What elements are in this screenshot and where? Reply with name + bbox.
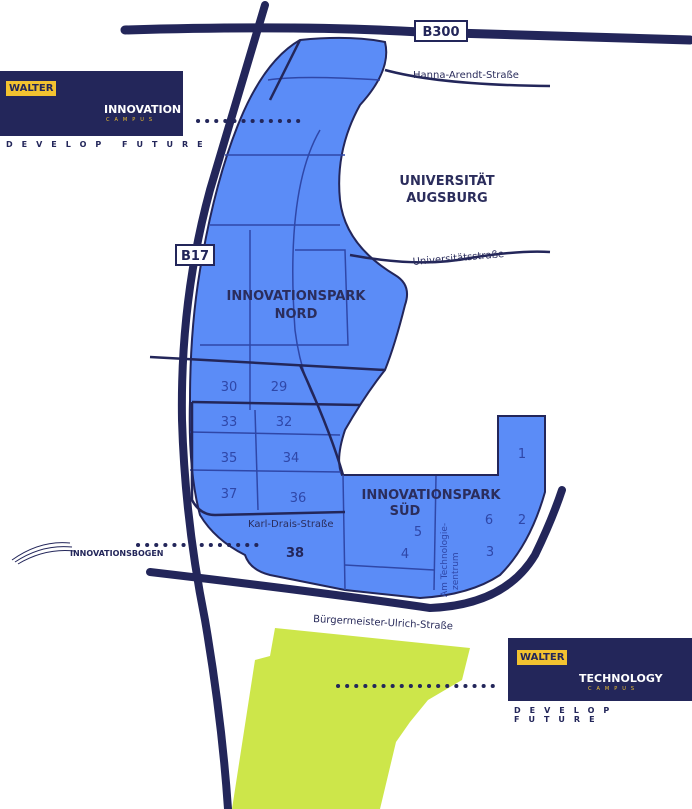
road-buerger-ulrich[interactable] (146, 486, 566, 613)
plot-29[interactable]: 29 (271, 380, 288, 395)
street-technologiezentrum: Am Technologie- (440, 523, 450, 597)
plot-3[interactable]: 3 (486, 545, 494, 560)
street-technologiezentrum-2: zentrum (451, 552, 461, 590)
street-universitaet: Universitätsstraße (412, 249, 504, 268)
innovationspark-area[interactable] (188, 36, 546, 600)
innovationsbogen-label: INNOVATIONSBOGEN (70, 549, 164, 558)
innovation-campus-logo[interactable]: WALTER INNOVATION CAMPUS (0, 71, 183, 136)
label-augsburg: AUGSBURG (406, 191, 487, 206)
b17-badge: B17 (175, 244, 215, 266)
plot-lines (189, 76, 437, 591)
b17-label: B17 (181, 249, 209, 264)
label-nord: INNOVATIONSPARK (226, 289, 366, 304)
street-hanna-arendt: Hanna-Arendt-Straße (413, 70, 519, 81)
plot-38[interactable]: 38 (286, 546, 304, 561)
plot-35[interactable]: 35 (221, 451, 238, 466)
plot-4[interactable]: 4 (401, 547, 409, 562)
road-b300[interactable] (120, 23, 692, 45)
plot-32[interactable]: 32 (276, 415, 293, 430)
plot-6[interactable]: 6 (485, 513, 493, 528)
plot-5[interactable]: 5 (414, 525, 422, 540)
walter-brand: WALTER (6, 81, 57, 96)
label-sued-2: SÜD (390, 503, 421, 519)
internal-streets (149, 39, 551, 517)
label-sued: INNOVATIONSPARK (361, 488, 501, 503)
innovation-sub: CAMPUS (106, 117, 158, 123)
technology-campus-logo[interactable]: WALTER TECHNOLOGY CAMPUS (508, 638, 692, 701)
label-nord-2: NORD (275, 307, 318, 322)
street-buerger-ulrich: Bürgermeister-Ulrich-Straße (313, 614, 453, 632)
walter-brand-2: WALTER (517, 650, 568, 665)
plot-1[interactable]: 1 (518, 447, 526, 462)
technology-title: TECHNOLOGY (579, 672, 663, 685)
plot-37[interactable]: 37 (221, 487, 238, 502)
road-b17[interactable] (177, 1, 269, 809)
technology-tagline: DEVELOP FUTURE (514, 706, 619, 724)
innovationsbogen-logo-icon (11, 542, 75, 565)
street-karl-drais: Karl-Drais-Straße (248, 519, 334, 530)
plot-36[interactable]: 36 (290, 491, 307, 506)
b300-badge: B300 (414, 20, 468, 42)
technology-campus-area[interactable] (232, 628, 470, 809)
plot-34[interactable]: 34 (283, 451, 300, 466)
b300-label: B300 (422, 25, 459, 40)
technology-sub: CAMPUS (588, 686, 640, 692)
plot-2[interactable]: 2 (518, 513, 526, 528)
innovation-title: INNOVATION (104, 103, 182, 116)
innovation-tagline: DEVELOP FUTURE (6, 140, 212, 149)
plot-30[interactable]: 30 (221, 380, 238, 395)
plot-33[interactable]: 33 (221, 415, 238, 430)
label-universitaet: UNIVERSITÄT (399, 173, 494, 189)
